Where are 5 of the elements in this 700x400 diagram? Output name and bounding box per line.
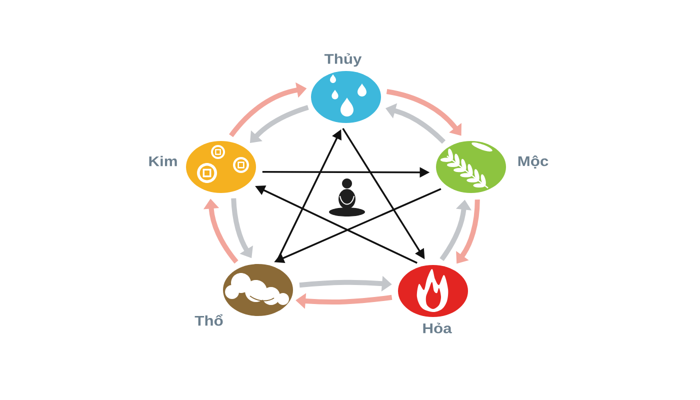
element-label: Hỏa [423, 322, 452, 334]
element-label: Kim [149, 156, 177, 166]
element-label: Mộc [518, 156, 548, 168]
element-label: Thổ [194, 314, 223, 326]
element-label: Thủy [324, 53, 362, 67]
